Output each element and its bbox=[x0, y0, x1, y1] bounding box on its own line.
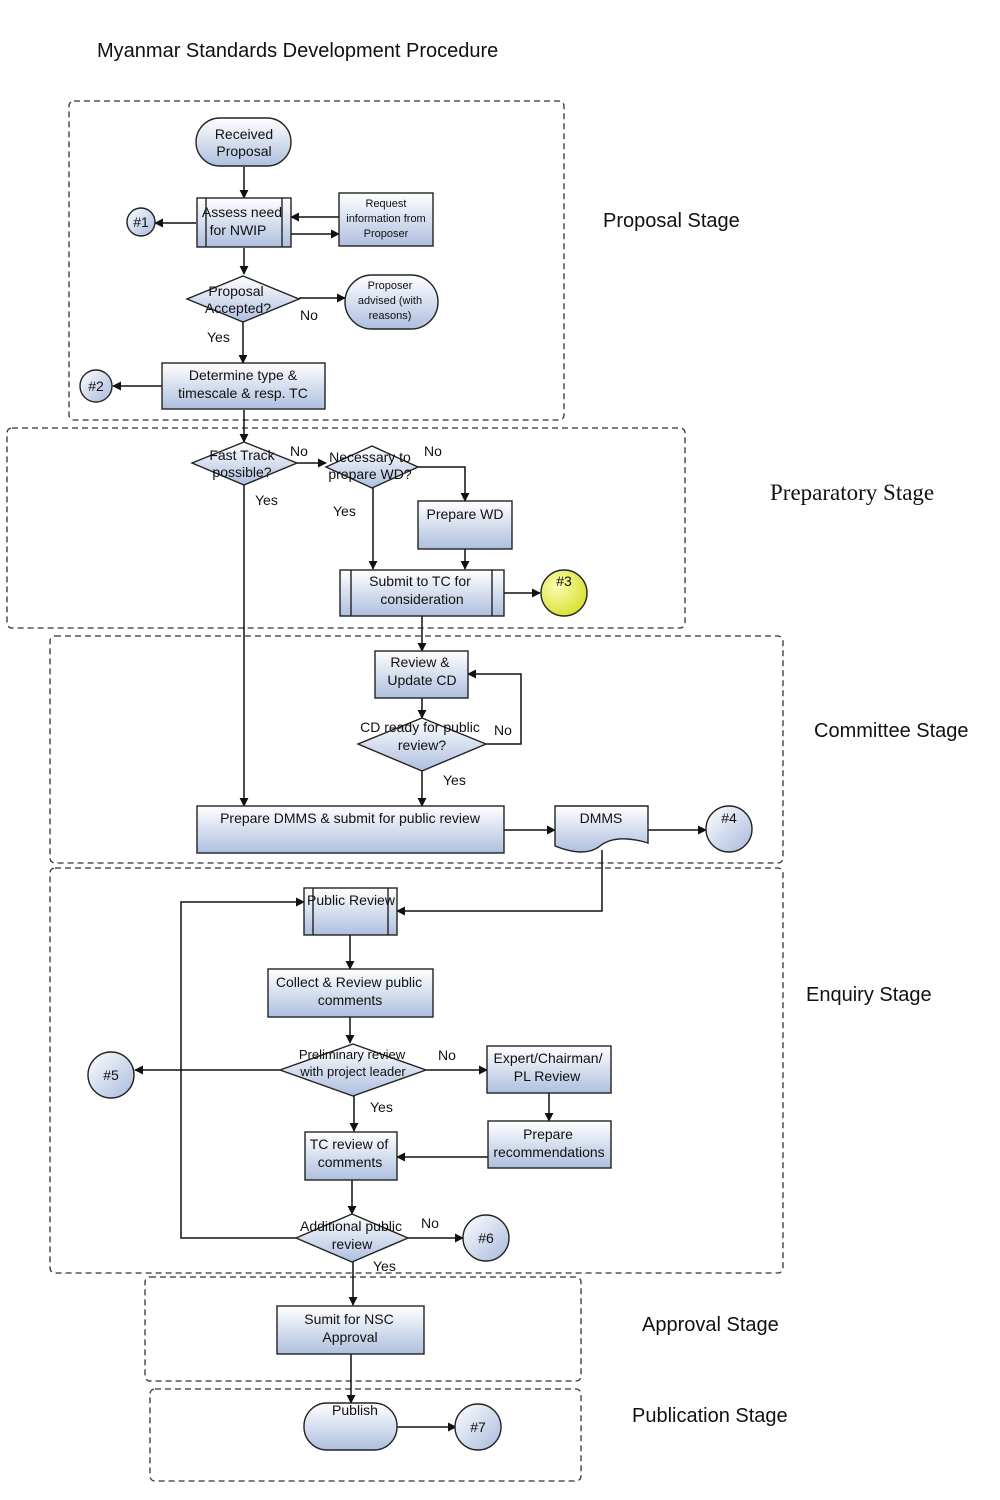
node-additional-review bbox=[294, 1213, 410, 1263]
edge-dmms-public-review bbox=[396, 850, 603, 916]
node-dmms-document bbox=[554, 805, 649, 853]
node-preliminary-review bbox=[277, 1043, 429, 1097]
connector-6 bbox=[462, 1214, 510, 1262]
node-review-update-cd bbox=[374, 650, 469, 699]
connector-2-label: #2 bbox=[88, 378, 104, 394]
node-prepare-dmms bbox=[196, 805, 505, 854]
edge-label-necessary-no: No bbox=[424, 443, 442, 459]
node-received-proposal bbox=[195, 117, 292, 167]
stage-label-enquiry: Enquiry Stage bbox=[806, 984, 932, 1006]
edge-label-additional-no: No bbox=[421, 1215, 439, 1231]
connector-1 bbox=[126, 207, 156, 237]
edge-label-cdready-no: No bbox=[494, 722, 512, 738]
node-submit-nsc bbox=[276, 1305, 425, 1355]
stage-label-proposal: Proposal Stage bbox=[603, 210, 740, 232]
stage-frame-proposal bbox=[68, 100, 565, 421]
edge-additional-loop bbox=[180, 897, 305, 1239]
node-determine-type-label: Determine type &timescale & resp. TC bbox=[178, 367, 308, 401]
connector-3 bbox=[540, 569, 588, 617]
node-dmms-label: DMMS bbox=[580, 810, 623, 826]
edge-label-accepted-yes: Yes bbox=[207, 329, 230, 345]
node-review-update-cd-label: Review &Update CD bbox=[387, 654, 456, 688]
edge-label-fasttrack-no: No bbox=[290, 443, 308, 459]
connector-4-label: #4 bbox=[721, 810, 737, 826]
connector-4 bbox=[705, 805, 753, 853]
stage-label-approval: Approval Stage bbox=[642, 1314, 779, 1336]
stage-frame-committee bbox=[49, 635, 784, 864]
page-title: Myanmar Standards Development Procedure bbox=[97, 40, 499, 62]
edge-label-fasttrack-yes: Yes bbox=[255, 492, 278, 508]
node-collect-review bbox=[267, 968, 434, 1018]
connector-3-label: #3 bbox=[556, 573, 572, 589]
node-proposal-accepted bbox=[185, 275, 301, 323]
node-prepare-wd-label: Prepare WD bbox=[426, 506, 503, 522]
node-tc-review bbox=[304, 1131, 398, 1181]
edge-label-additional-yes: Yes bbox=[373, 1258, 396, 1274]
node-publish bbox=[303, 1402, 398, 1451]
stage-frame-enquiry bbox=[49, 867, 784, 1274]
edge-label-accepted-no: No bbox=[300, 307, 318, 323]
node-expert-review bbox=[486, 1045, 612, 1094]
connector-1-label: #1 bbox=[133, 214, 149, 230]
stage-label-preparatory: Preparatory Stage bbox=[770, 480, 935, 505]
edge-label-cdready-yes: Yes bbox=[443, 772, 466, 788]
node-publish-label: Publish bbox=[332, 1402, 378, 1418]
stage-label-publication: Publication Stage bbox=[632, 1405, 788, 1427]
node-necessary-wd bbox=[324, 445, 420, 489]
node-expert-review-label: Expert/Chairman/PL Review bbox=[494, 1050, 603, 1084]
connector-2 bbox=[79, 369, 113, 403]
edge-label-necessary-yes: Yes bbox=[333, 503, 356, 519]
connector-7 bbox=[454, 1403, 502, 1451]
stage-frame-publication bbox=[149, 1388, 582, 1482]
stage-frame-approval bbox=[144, 1276, 582, 1382]
node-determine-type bbox=[161, 362, 326, 410]
node-prepare-wd bbox=[417, 500, 513, 550]
node-cd-ready bbox=[356, 717, 488, 772]
connector-7-label: #7 bbox=[470, 1419, 486, 1435]
edge-necessary-preparewd bbox=[418, 466, 470, 502]
node-prepare-recommendations bbox=[487, 1120, 612, 1169]
stage-label-committee: Committee Stage bbox=[814, 720, 969, 742]
node-prepare-dmms-label: Prepare DMMS & submit for public review bbox=[220, 810, 481, 826]
stage-frame-preparatory bbox=[6, 427, 686, 629]
connector-6-label: #6 bbox=[478, 1230, 494, 1246]
edge-cdready-loop bbox=[467, 669, 522, 745]
edge-label-preliminary-no: No bbox=[438, 1047, 456, 1063]
node-assess-need bbox=[196, 197, 292, 248]
edge-label-preliminary-yes: Yes bbox=[370, 1099, 393, 1115]
node-request-info bbox=[338, 192, 434, 247]
node-submit-tc bbox=[339, 569, 505, 617]
node-public-review-label: Public Review bbox=[307, 892, 396, 908]
node-fast-track bbox=[190, 441, 299, 486]
node-public-review bbox=[303, 887, 398, 936]
node-proposer-advised bbox=[344, 274, 439, 330]
connector-5-label: #5 bbox=[103, 1067, 119, 1083]
connector-5 bbox=[87, 1051, 135, 1099]
